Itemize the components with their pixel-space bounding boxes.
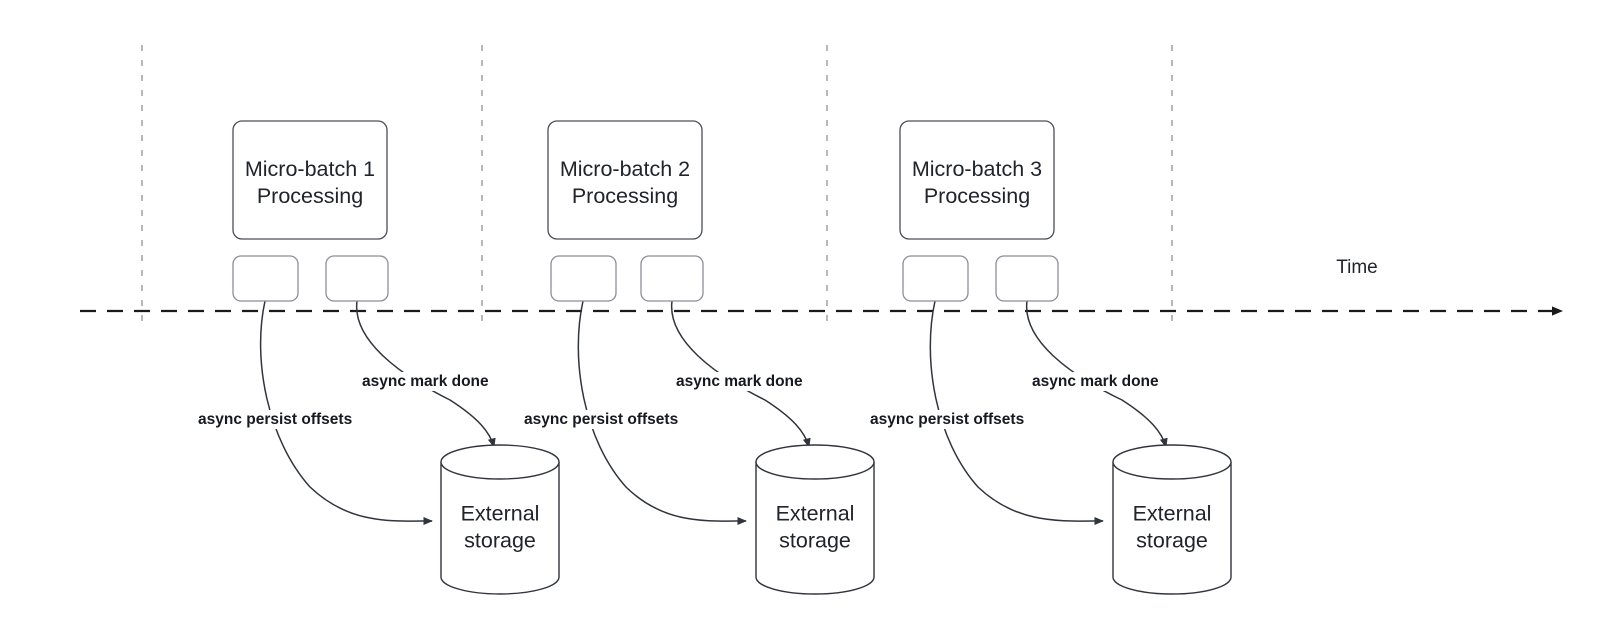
- mini-box-persist[interactable]: [550, 255, 617, 302]
- edge-mark-done: [1026, 300, 1168, 448]
- micro-batch-label-line2: Processing: [257, 184, 363, 208]
- edge-mark-done: [671, 300, 811, 448]
- external-storage-cylinder-top: [1112, 444, 1232, 480]
- micro-batch-label-line2: Processing: [924, 184, 1030, 208]
- edge-persist-offsets-label-backdrop: [867, 410, 1028, 429]
- external-storage-label-line1: External: [776, 502, 855, 526]
- external-storage-cylinder-body[interactable]: [755, 462, 875, 595]
- micro-batch-label-line1: Micro-batch 1: [245, 157, 375, 181]
- time-axis-label: Time: [1336, 257, 1378, 278]
- micro-batch-box[interactable]: [899, 120, 1055, 240]
- edge-persist-offsets-label-backdrop: [195, 410, 356, 429]
- edge-persist-offsets: [259, 300, 433, 526]
- external-storage-label-line2: storage: [1136, 529, 1208, 553]
- edge-labels: async persist offsets async mark done asyn…: [195, 372, 1163, 429]
- mini-box-mark[interactable]: [325, 255, 389, 302]
- micro-batch-label-line1: Micro-batch 3: [912, 157, 1042, 181]
- micro-batch-box[interactable]: [547, 120, 703, 240]
- edge-persist-offsets: [929, 300, 1104, 526]
- mini-box-persist[interactable]: [902, 255, 969, 302]
- edge-mark-done: [356, 300, 496, 448]
- edge-persist-offsets-label: async persist offsets: [524, 411, 678, 428]
- mini-box-persist[interactable]: [232, 255, 299, 302]
- external-storage-cylinder-top: [440, 444, 560, 480]
- external-storage-cylinder-body[interactable]: [440, 462, 560, 595]
- external-storage-cylinder-body[interactable]: [1112, 462, 1232, 595]
- micro-batch-label-line2: Processing: [572, 184, 678, 208]
- micro-batch-label-line1: Micro-batch 2: [560, 157, 690, 181]
- edge-persist-offsets-label-backdrop: [521, 410, 682, 429]
- edge-persist-offsets-label: async persist offsets: [198, 411, 352, 428]
- edge-mark-done-label-backdrop: [673, 372, 807, 391]
- external-storage-label-line1: External: [461, 502, 540, 526]
- edge-mark-done-label-backdrop: [359, 372, 493, 391]
- external-storage-label-line2: storage: [779, 529, 851, 553]
- edge-persist-offsets-label: async persist offsets: [870, 411, 1024, 428]
- edge-mark-done-label: async mark done: [1032, 373, 1159, 390]
- edge-mark-done-label-backdrop: [1029, 372, 1163, 391]
- micro-batch-box[interactable]: [232, 120, 388, 240]
- edge-mark-done-label: async mark done: [362, 373, 489, 390]
- external-storage-cylinder-top: [755, 444, 875, 480]
- mini-box-mark[interactable]: [995, 255, 1059, 302]
- external-storage-label-line1: External: [1133, 502, 1212, 526]
- edge-mark-done-label: async mark done: [676, 373, 803, 390]
- flow-edges: [259, 300, 1168, 526]
- external-storage-label-line2: storage: [464, 529, 536, 553]
- timeline-ticks: [141, 45, 1173, 330]
- mini-box-mark[interactable]: [640, 255, 704, 302]
- axis-label-layer: Time: [1336, 257, 1378, 278]
- edge-persist-offsets: [577, 300, 747, 526]
